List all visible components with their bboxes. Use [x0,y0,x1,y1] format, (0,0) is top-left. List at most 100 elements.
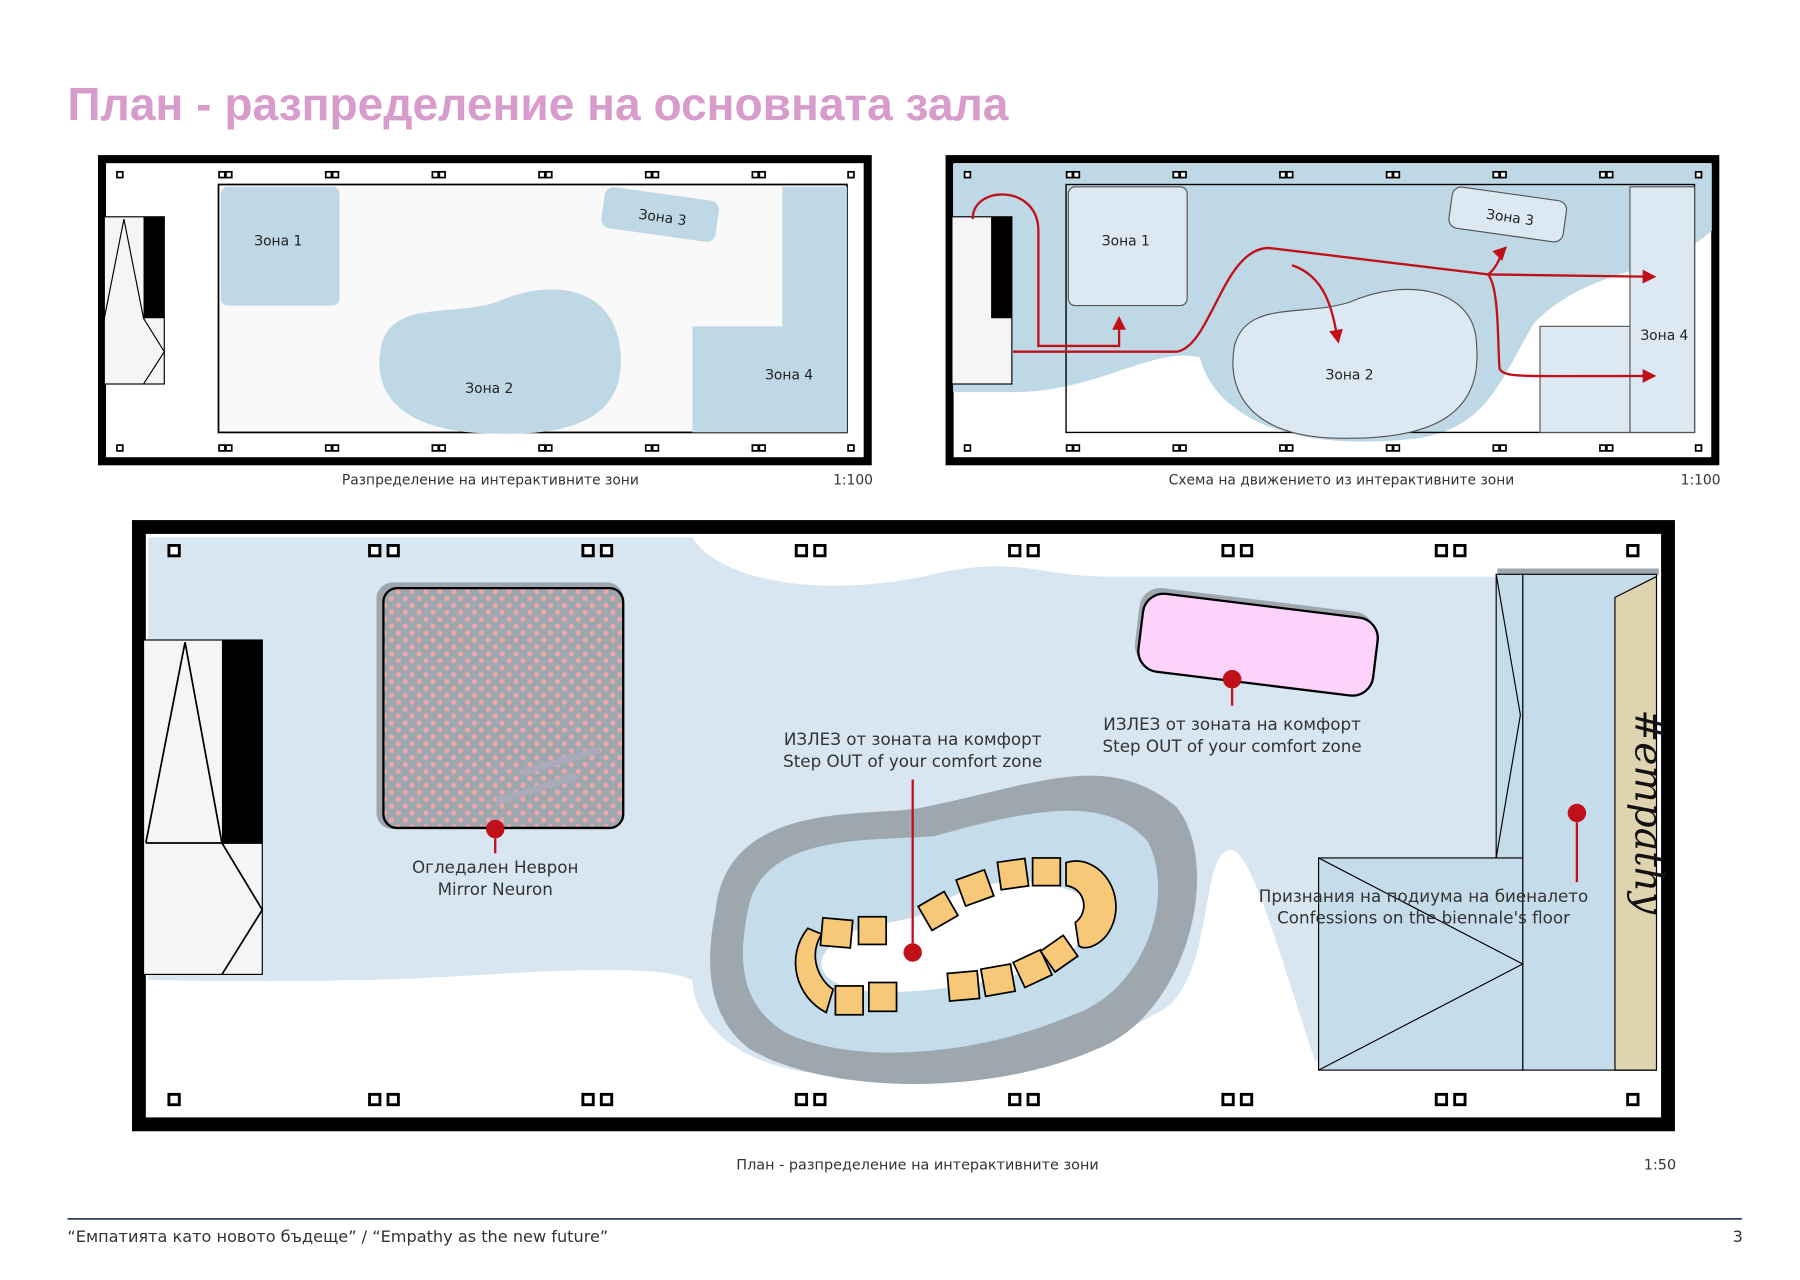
column-marker [386,544,400,558]
column-marker [794,544,809,558]
column-marker [1499,170,1507,179]
plan-main-caption: План - разпределение на интерактивните з… [736,1157,1098,1173]
columns [116,170,1703,1107]
zone-3-label: Зона 3 [638,207,688,230]
marker-pin [1222,669,1242,689]
step-out-2-label-en: Step OUT of your comfort zone [1103,736,1362,756]
column-marker [1026,544,1040,558]
column-marker [1606,170,1614,179]
column-marker [963,444,972,452]
column-marker [1221,1092,1235,1107]
column-marker [218,170,226,179]
column-marker [368,1092,382,1107]
marker-pin [1567,803,1587,823]
plan-b-caption: Схема на движението из интерактивните зо… [1169,472,1515,488]
column-marker [1239,544,1254,558]
column-marker [644,444,653,452]
column-marker [1499,444,1507,452]
movement-path [971,193,1657,383]
column-marker [1434,544,1449,558]
column-marker [538,444,546,452]
column-marker [324,444,333,452]
mirror-label-bg: Огледален Неврон [412,857,578,877]
column-marker [1453,1092,1467,1107]
column-marker [1065,170,1074,179]
column-marker [581,1092,595,1107]
step-out-label-en: Step OUT of your comfort zone [783,751,1042,771]
column-marker [1599,444,1607,452]
column-marker [1008,544,1022,558]
column-marker [794,1092,809,1107]
column-marker [1286,444,1294,452]
column-marker [1172,170,1180,179]
column-marker [331,444,340,452]
column-marker [331,170,340,179]
footer-text: “Емпатията като новото бъдеще” / “Empath… [67,1227,608,1246]
column-marker [758,444,766,452]
column-marker [751,170,760,179]
zone-4-label: Зона 4 [765,367,813,383]
page-number: 3 [1733,1227,1743,1246]
column-marker [1492,170,1500,179]
zone-1-label: Зона 1 [254,234,302,250]
column-marker [1026,1092,1040,1107]
column-marker [1008,1092,1022,1107]
column-marker [1072,444,1081,452]
column-marker [1286,170,1294,179]
step-out-label-bg: ИЗЛЕЗ от зоната на комфорт [784,729,1042,749]
plan-main: #empathy [132,520,1675,1132]
column-marker [758,170,766,179]
zone-4-label: Зона 4 [1640,328,1688,344]
column-marker [324,170,333,179]
column-marker [751,444,760,452]
confessions-label-en: Confessions on the biennale's floor [1277,908,1570,928]
seating-ring [794,857,1117,1016]
column-marker [167,1092,181,1107]
page-title: План - разпределение на основната зала [67,78,1008,130]
column-marker [1279,444,1287,452]
column-marker [1434,1092,1449,1107]
plan-a-scale: 1:100 [833,472,873,488]
column-marker [1179,444,1187,452]
column-marker [599,544,614,558]
column-marker [545,444,553,452]
column-marker [438,444,446,452]
column-marker [651,170,660,179]
column-marker [813,544,827,558]
column-marker [1239,1092,1254,1107]
column-marker [438,170,446,179]
plan-zones-distribution: Зона 1 Зона 2 Зона 3 Зона 4 [97,155,872,466]
comfort-zone-platform [1137,592,1379,697]
column-marker [847,170,855,179]
step-out-2-label-bg: ИЗЛЕЗ от зоната на комфорт [1103,714,1361,734]
column-marker [1172,444,1180,452]
plan-main-scale: 1:50 [1644,1157,1676,1173]
column-marker [1626,544,1640,558]
column-marker [1492,444,1500,452]
column-marker [545,170,553,179]
column-marker [538,170,546,179]
zone-2-area [379,289,621,434]
column-marker [1694,444,1703,452]
zone-4-area [692,186,847,433]
column-marker [1179,170,1187,179]
column-marker [1694,170,1703,179]
column-marker [644,170,653,179]
column-marker [218,444,226,452]
column-marker [599,1092,614,1107]
column-marker [225,444,233,452]
zone-2-label: Зона 2 [465,381,513,397]
column-marker [1453,544,1467,558]
zone-2-label: Зона 2 [1326,367,1374,383]
column-marker [1392,170,1401,179]
column-marker [386,1092,400,1107]
column-marker [1626,1092,1640,1107]
column-marker [116,170,124,179]
mirror-label-en: Mirror Neuron [438,879,553,899]
column-marker [1385,170,1394,179]
confessions-label-bg: Признания на подиума на биеналето [1259,886,1589,906]
column-marker [1606,444,1614,452]
column-marker [1599,170,1607,179]
zone-3-area [601,187,719,242]
mirror-neuron-installation [382,586,625,830]
